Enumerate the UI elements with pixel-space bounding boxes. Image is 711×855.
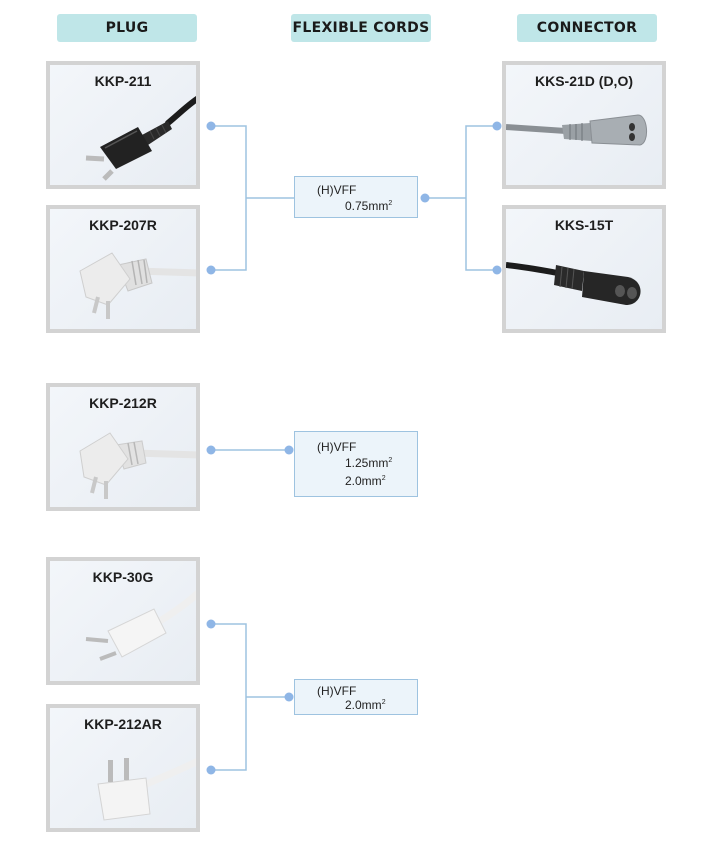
plug-kkp-30g[interactable]: KKP-30G [46,557,200,685]
connection-dot [206,121,216,131]
connector-kks-15t[interactable]: KKS-15T [502,205,666,333]
plug-kkp-211[interactable]: KKP-211 [46,61,200,189]
cord-size: 2.0mm2 [345,474,386,488]
plug-kkp-207r[interactable]: KKP-207R [46,205,200,333]
connector-kks-15t-image [506,262,641,305]
cord-size: 0.75mm2 [345,199,393,213]
cord-size: 2.0mm2 [345,698,386,712]
plug-model-label: KKP-211 [94,73,152,89]
connection-dot [492,121,502,131]
cord-box-2: (H)VFF 1.25mm2 2.0mm2 [294,431,418,497]
plug-kkp-211-image [85,96,196,181]
connection-dot [284,692,294,702]
connector-header: CONNECTOR [517,14,657,42]
plug-kkp-212ar-image [97,758,196,821]
plug-kkp-30g-image [85,589,196,661]
connector-kks-21d[interactable]: KKS-21D (D,O) [502,61,666,189]
cord-box-3: (H)VFF 2.0mm2 [294,679,418,715]
plug-kkp-212ar[interactable]: KKP-212AR [46,704,200,832]
plug-model-label: KKP-212AR [84,716,162,732]
cord-type: (H)VFF [317,183,357,197]
connection-dot [206,265,216,275]
connector-model-label: KKS-15T [554,217,614,233]
cord-size: 1.25mm2 [345,456,393,470]
connection-dot [492,265,502,275]
connection-dot [206,765,216,775]
plug-model-label: KKP-207R [89,217,157,233]
plug-model-label: KKP-212R [89,395,157,411]
cord-box-1: (H)VFF 0.75mm2 [294,176,418,218]
plug-header: PLUG [57,14,197,42]
plug-model-label: KKP-30G [92,569,154,585]
connection-dot [284,445,294,455]
connector-model-label: KKS-21D (D,O) [534,73,633,89]
connection-dot [206,619,216,629]
flexible-cords-header: FLEXIBLE CORDS [291,14,431,42]
cord-type: (H)VFF [317,440,357,454]
cord-type: (H)VFF [317,684,357,698]
plug-kkp-212r[interactable]: KKP-212R [46,383,200,511]
plug-kkp-212r-image [79,432,196,499]
plug-kkp-207r-image [79,252,196,319]
connection-dot [206,445,216,455]
connector-kks-21d-image [506,114,647,146]
connection-dot [420,193,430,203]
